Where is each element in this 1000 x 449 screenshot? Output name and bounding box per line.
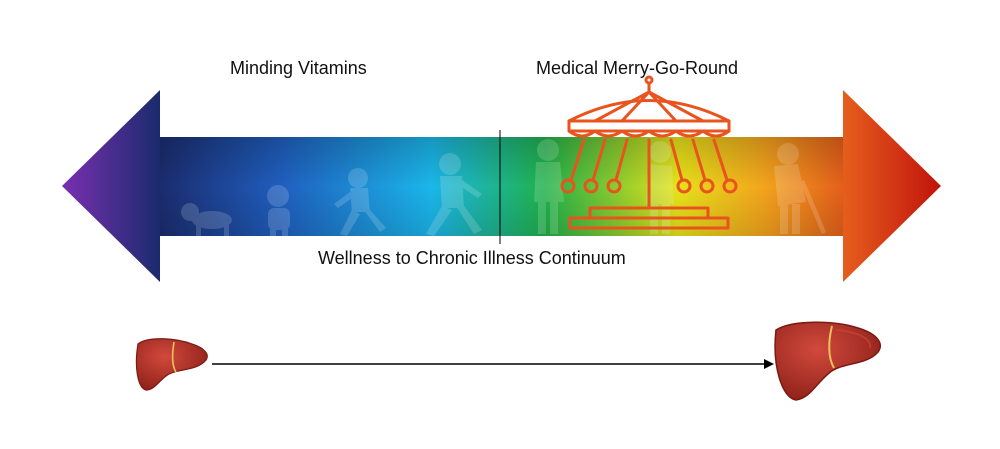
carousel-icon xyxy=(560,75,738,230)
progression-arrow xyxy=(212,359,774,369)
label-medical-merry-go-round: Medical Merry-Go-Round xyxy=(536,58,739,78)
double-arrow xyxy=(62,90,941,282)
label-continuum: Wellness to Chronic Illness Continuum xyxy=(318,248,626,268)
life-stage-silhouettes-icon xyxy=(181,139,826,238)
liver-icon-large xyxy=(774,321,881,401)
label-minding-vitamins: Minding Vitamins xyxy=(230,58,367,78)
liver-icon-small xyxy=(135,338,208,391)
